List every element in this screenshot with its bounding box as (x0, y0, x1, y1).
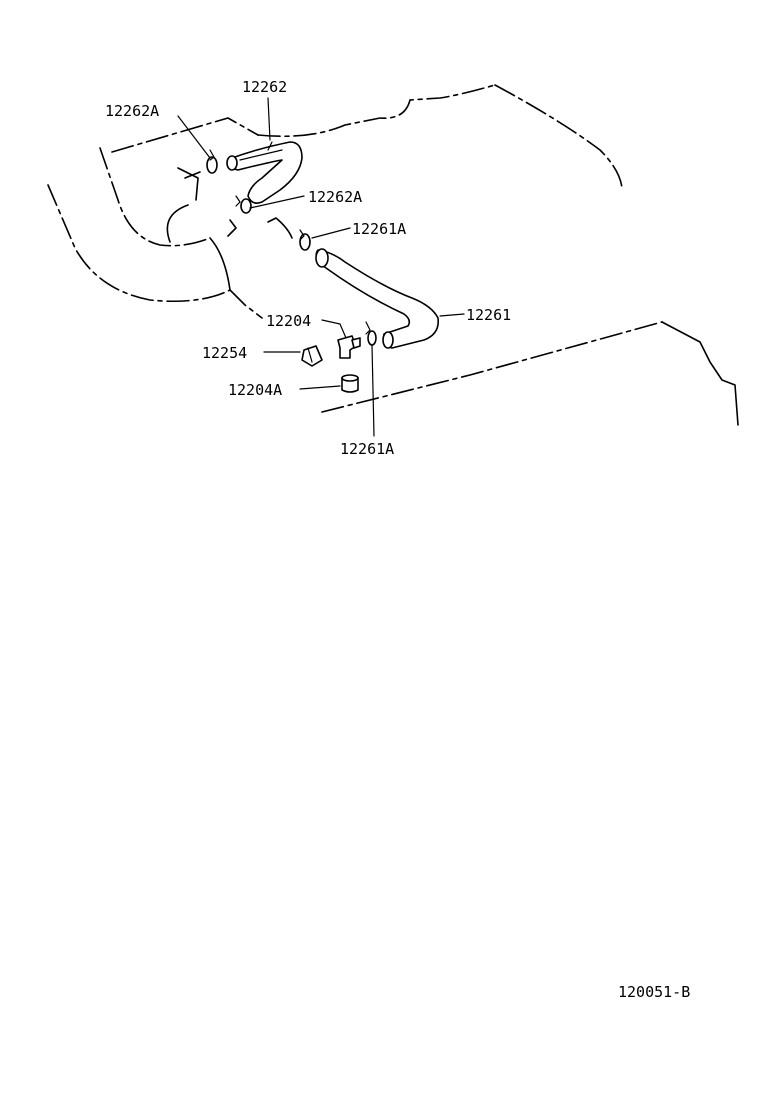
callout-12204a: 12204A (228, 381, 282, 399)
small-fitting (227, 217, 293, 239)
engine-outline (47, 84, 623, 319)
grommet (341, 374, 359, 393)
callout-12262a-lower: 12262A (308, 188, 362, 206)
hose-clamp-upper-a (206, 149, 218, 174)
hose-clamp-lower-a (299, 229, 311, 251)
callout-12262: 12262 (242, 78, 287, 96)
upper-ventilation-hose (226, 141, 303, 204)
callout-12262a-upper: 12262A (105, 102, 159, 120)
lower-ventilation-hose (315, 248, 440, 349)
grommet-cap (301, 345, 323, 367)
callout-12254: 12254 (202, 344, 247, 362)
hose-clamp-lower-b (365, 321, 377, 346)
callout-12204: 12204 (266, 312, 311, 330)
leader-lines (177, 97, 465, 437)
figure-code: 120051-B (618, 983, 690, 1001)
pcv-valve (337, 335, 361, 359)
hose-clamp-upper-b (235, 195, 252, 214)
callout-12261a-lower: 12261A (340, 440, 394, 458)
callout-12261a-upper: 12261A (352, 220, 406, 238)
callout-12261: 12261 (466, 306, 511, 324)
cylinder-block-outline (321, 321, 739, 426)
